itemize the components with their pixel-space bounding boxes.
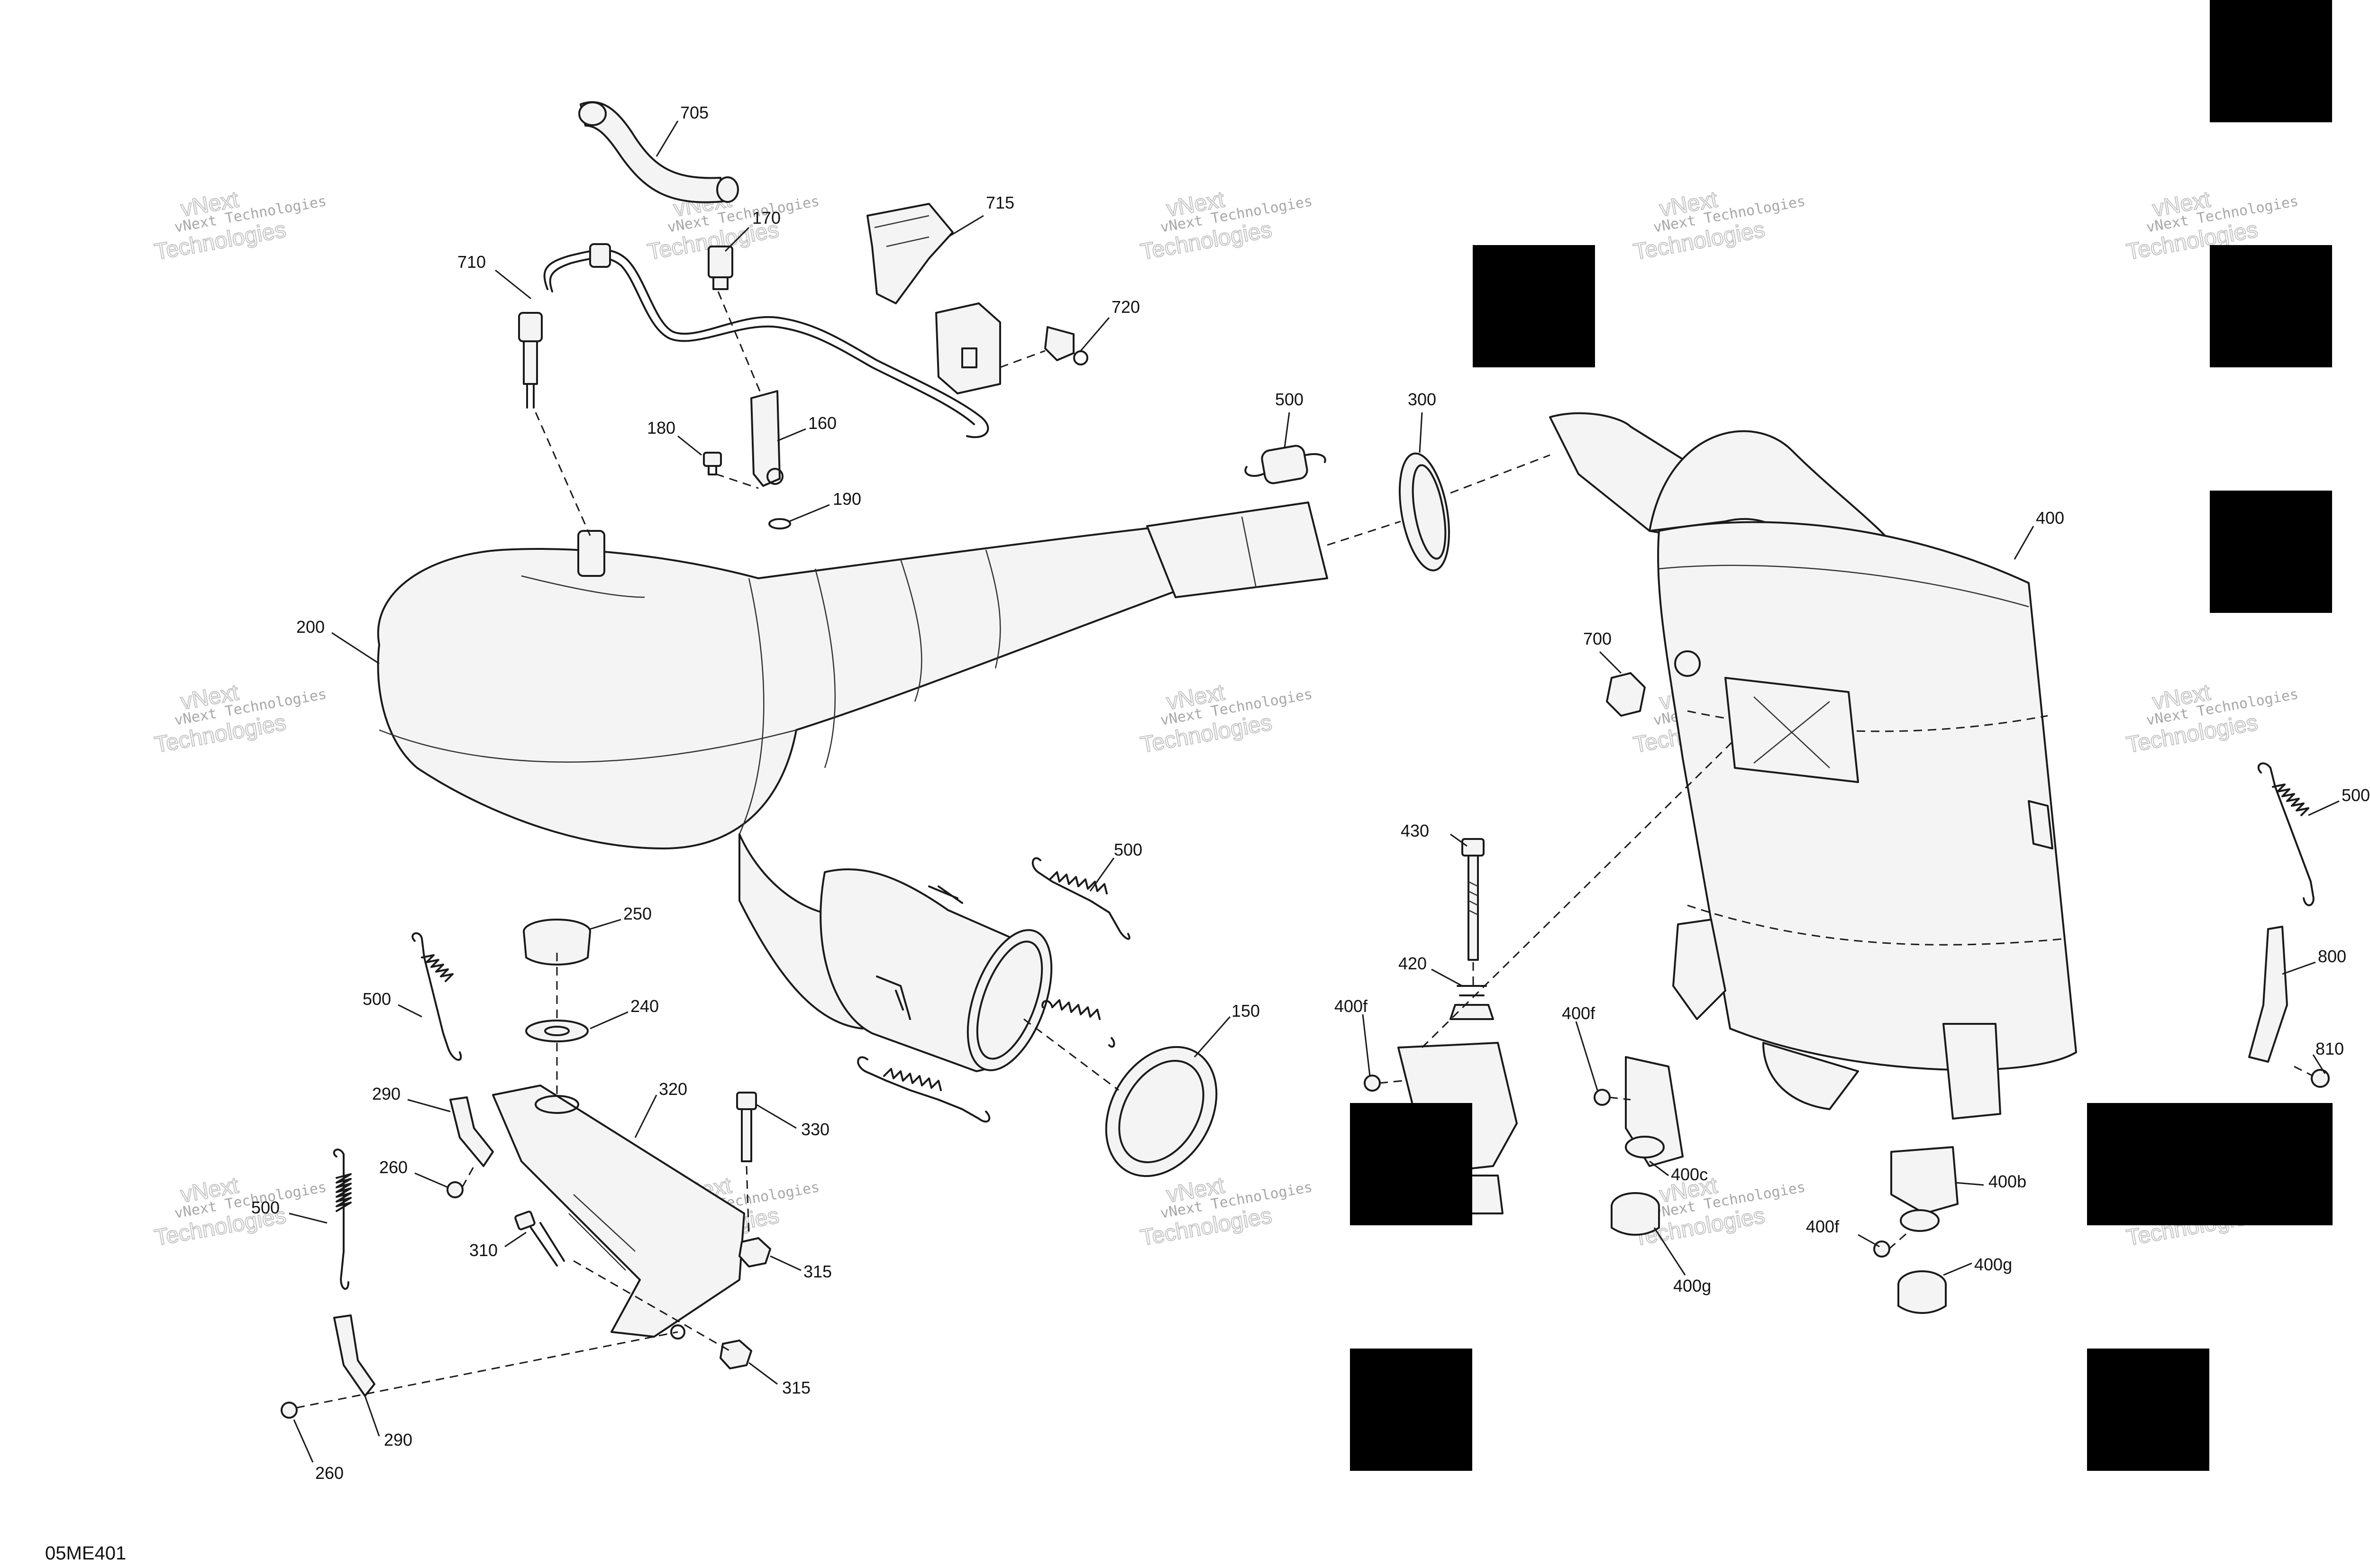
part-400g-isolator-mid (1611, 1192, 1660, 1236)
callout-200: 200 (296, 617, 325, 637)
redaction-boxes (1350, 0, 2333, 1471)
part-330-bolt (736, 1092, 757, 1162)
part-700-nut (1606, 672, 1646, 717)
callout-330: 330 (801, 1120, 830, 1139)
callout-400f: 400f (1334, 996, 1368, 1016)
part-500-spring-near-150 (1041, 999, 1115, 1048)
callout-260: 260 (315, 1463, 344, 1483)
callout-400g: 400g (1673, 1276, 1711, 1295)
callout-700: 700 (1583, 629, 1612, 648)
part-500-spring-mid (1031, 857, 1130, 940)
callout-400g: 400g (1974, 1255, 2012, 1274)
part-500-spring-left-lower (333, 1149, 352, 1290)
part-500-spring-right (2257, 762, 2315, 906)
callout-710: 710 (457, 252, 486, 272)
part-315-nut-lower (720, 1340, 752, 1369)
part-outlet-cone (820, 868, 1053, 1072)
part-400f-bolt-left (1364, 1075, 1381, 1092)
callout-400: 400 (2036, 508, 2064, 528)
callout-400c: 400c (1671, 1165, 1708, 1184)
part-320-bracket (492, 1085, 745, 1340)
callout-315: 315 (782, 1378, 811, 1397)
part-705-hose (578, 101, 739, 203)
callout-800: 800 (2318, 947, 2346, 966)
part-315-nut-upper (738, 1237, 771, 1267)
part-170-connector (708, 246, 733, 290)
callout-150: 150 (1231, 1001, 1260, 1021)
part-500-spring-low (857, 1056, 991, 1123)
callout-315: 315 (803, 1262, 832, 1281)
callout-300: 300 (1408, 390, 1436, 409)
callout-715: 715 (986, 193, 1014, 212)
callout-320: 320 (659, 1079, 687, 1099)
part-180-screw (703, 452, 722, 475)
callout-500: 500 (251, 1198, 280, 1217)
part-300-gasket (1398, 452, 1450, 572)
callout-labels: 705 170 715 710 720 180 160 190 500 300 … (251, 103, 2370, 1483)
part-800-hook (2248, 926, 2288, 1063)
figure-code: 05ME401 (45, 1543, 126, 1564)
part-240-washer (525, 1020, 589, 1042)
callout-180: 180 (647, 418, 675, 438)
part-720-clip (1044, 326, 1088, 365)
part-710-sensor-cable (518, 243, 989, 438)
part-810-screw (2311, 1069, 2330, 1088)
part-310-bolt (514, 1211, 565, 1267)
callout-720: 720 (1112, 297, 1140, 317)
callout-400f: 400f (1562, 1003, 1595, 1023)
callout-290: 290 (384, 1430, 412, 1449)
callout-430: 430 (1401, 821, 1429, 840)
callout-705: 705 (680, 103, 709, 122)
callout-310: 310 (469, 1240, 498, 1260)
callout-170: 170 (752, 208, 781, 228)
part-290-clip-lower (333, 1314, 375, 1397)
callout-810: 810 (2315, 1039, 2344, 1058)
callout-250: 250 (623, 904, 652, 923)
part-400f-bolt-mid (1594, 1089, 1611, 1106)
part-260-screw-upper (447, 1181, 464, 1198)
part-400g-isolator-right (1897, 1270, 1947, 1314)
part-400f-bolt-right (1873, 1240, 1890, 1258)
part-400c-bracket (1625, 1056, 1684, 1167)
callout-400b: 400b (1988, 1172, 2026, 1191)
callout-500: 500 (1114, 840, 1142, 859)
callout-500: 500 (2342, 785, 2370, 805)
part-430-bolt (1461, 838, 1485, 961)
callout-290: 290 (372, 1084, 401, 1103)
part-290-clip-upper (449, 1096, 494, 1167)
callout-240: 240 (630, 996, 659, 1016)
callout-leaders (289, 120, 2340, 1463)
part-420-grommet (1449, 985, 1494, 1020)
part-controller-box (935, 302, 1001, 394)
callout-420: 420 (1398, 954, 1427, 973)
callout-500: 500 (363, 989, 391, 1009)
callout-500: 500 (1275, 390, 1304, 409)
callout-400f: 400f (1806, 1217, 1840, 1236)
callout-160: 160 (808, 413, 837, 433)
part-400b-bracket (1890, 1146, 1959, 1232)
part-500-spring-left-upper (411, 932, 462, 1061)
assembly-lines (296, 291, 2314, 1409)
callout-190: 190 (833, 489, 861, 509)
part-250-cap (523, 919, 591, 966)
part-500-spring-top (1244, 445, 1326, 484)
part-160-bracket (750, 390, 784, 487)
callout-260: 260 (379, 1158, 408, 1177)
part-400-muffler (1549, 412, 2077, 1120)
part-190-washer (768, 518, 791, 529)
part-260-screw-lower (281, 1402, 298, 1419)
part-715-bracket (866, 203, 954, 304)
part-150-clamp (1105, 1046, 1218, 1177)
